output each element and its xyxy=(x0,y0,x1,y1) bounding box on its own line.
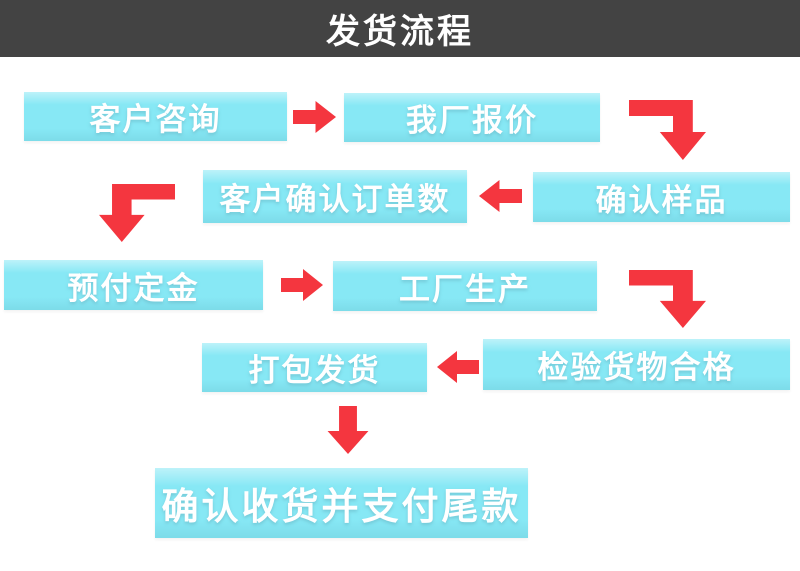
arrow-right-icon xyxy=(293,99,336,135)
page-title: 发货流程 xyxy=(326,12,474,52)
arrow-left-icon xyxy=(437,349,479,385)
title-bar: 发货流程 xyxy=(0,0,800,57)
node-customer-inquiry: 客户咨询 xyxy=(24,92,287,141)
node-confirm-order-quantity: 客户确认订单数 xyxy=(203,170,467,223)
node-label: 确认收货并支付尾款 xyxy=(161,485,522,528)
node-label: 客户咨询 xyxy=(89,102,222,138)
arrow-elbow-left-down-icon xyxy=(99,184,175,242)
node-pack-and-ship: 打包发货 xyxy=(202,343,427,392)
node-label: 确认样品 xyxy=(595,182,728,219)
node-label: 我厂报价 xyxy=(406,103,538,139)
node-label: 检验货物合格 xyxy=(537,350,736,386)
arrow-right-icon xyxy=(281,267,323,303)
arrow-left-icon xyxy=(479,178,522,214)
node-factory-quote: 我厂报价 xyxy=(344,93,600,142)
node-label: 打包发货 xyxy=(248,353,381,389)
arrow-elbow-right-down-icon xyxy=(629,270,706,328)
node-confirm-receipt-pay-balance: 确认收货并支付尾款 xyxy=(155,468,528,538)
node-label: 工厂生产 xyxy=(399,271,531,308)
node-factory-production: 工厂生产 xyxy=(333,261,597,311)
arrow-down-icon xyxy=(325,406,371,454)
node-confirm-sample: 确认样品 xyxy=(533,172,790,222)
arrow-elbow-right-down-icon xyxy=(629,100,706,160)
node-inspect-goods-qualified: 检验货物合格 xyxy=(483,339,790,390)
node-prepay-deposit: 预付定金 xyxy=(4,260,263,310)
node-label: 预付定金 xyxy=(67,270,200,307)
node-label: 客户确认订单数 xyxy=(219,182,451,218)
